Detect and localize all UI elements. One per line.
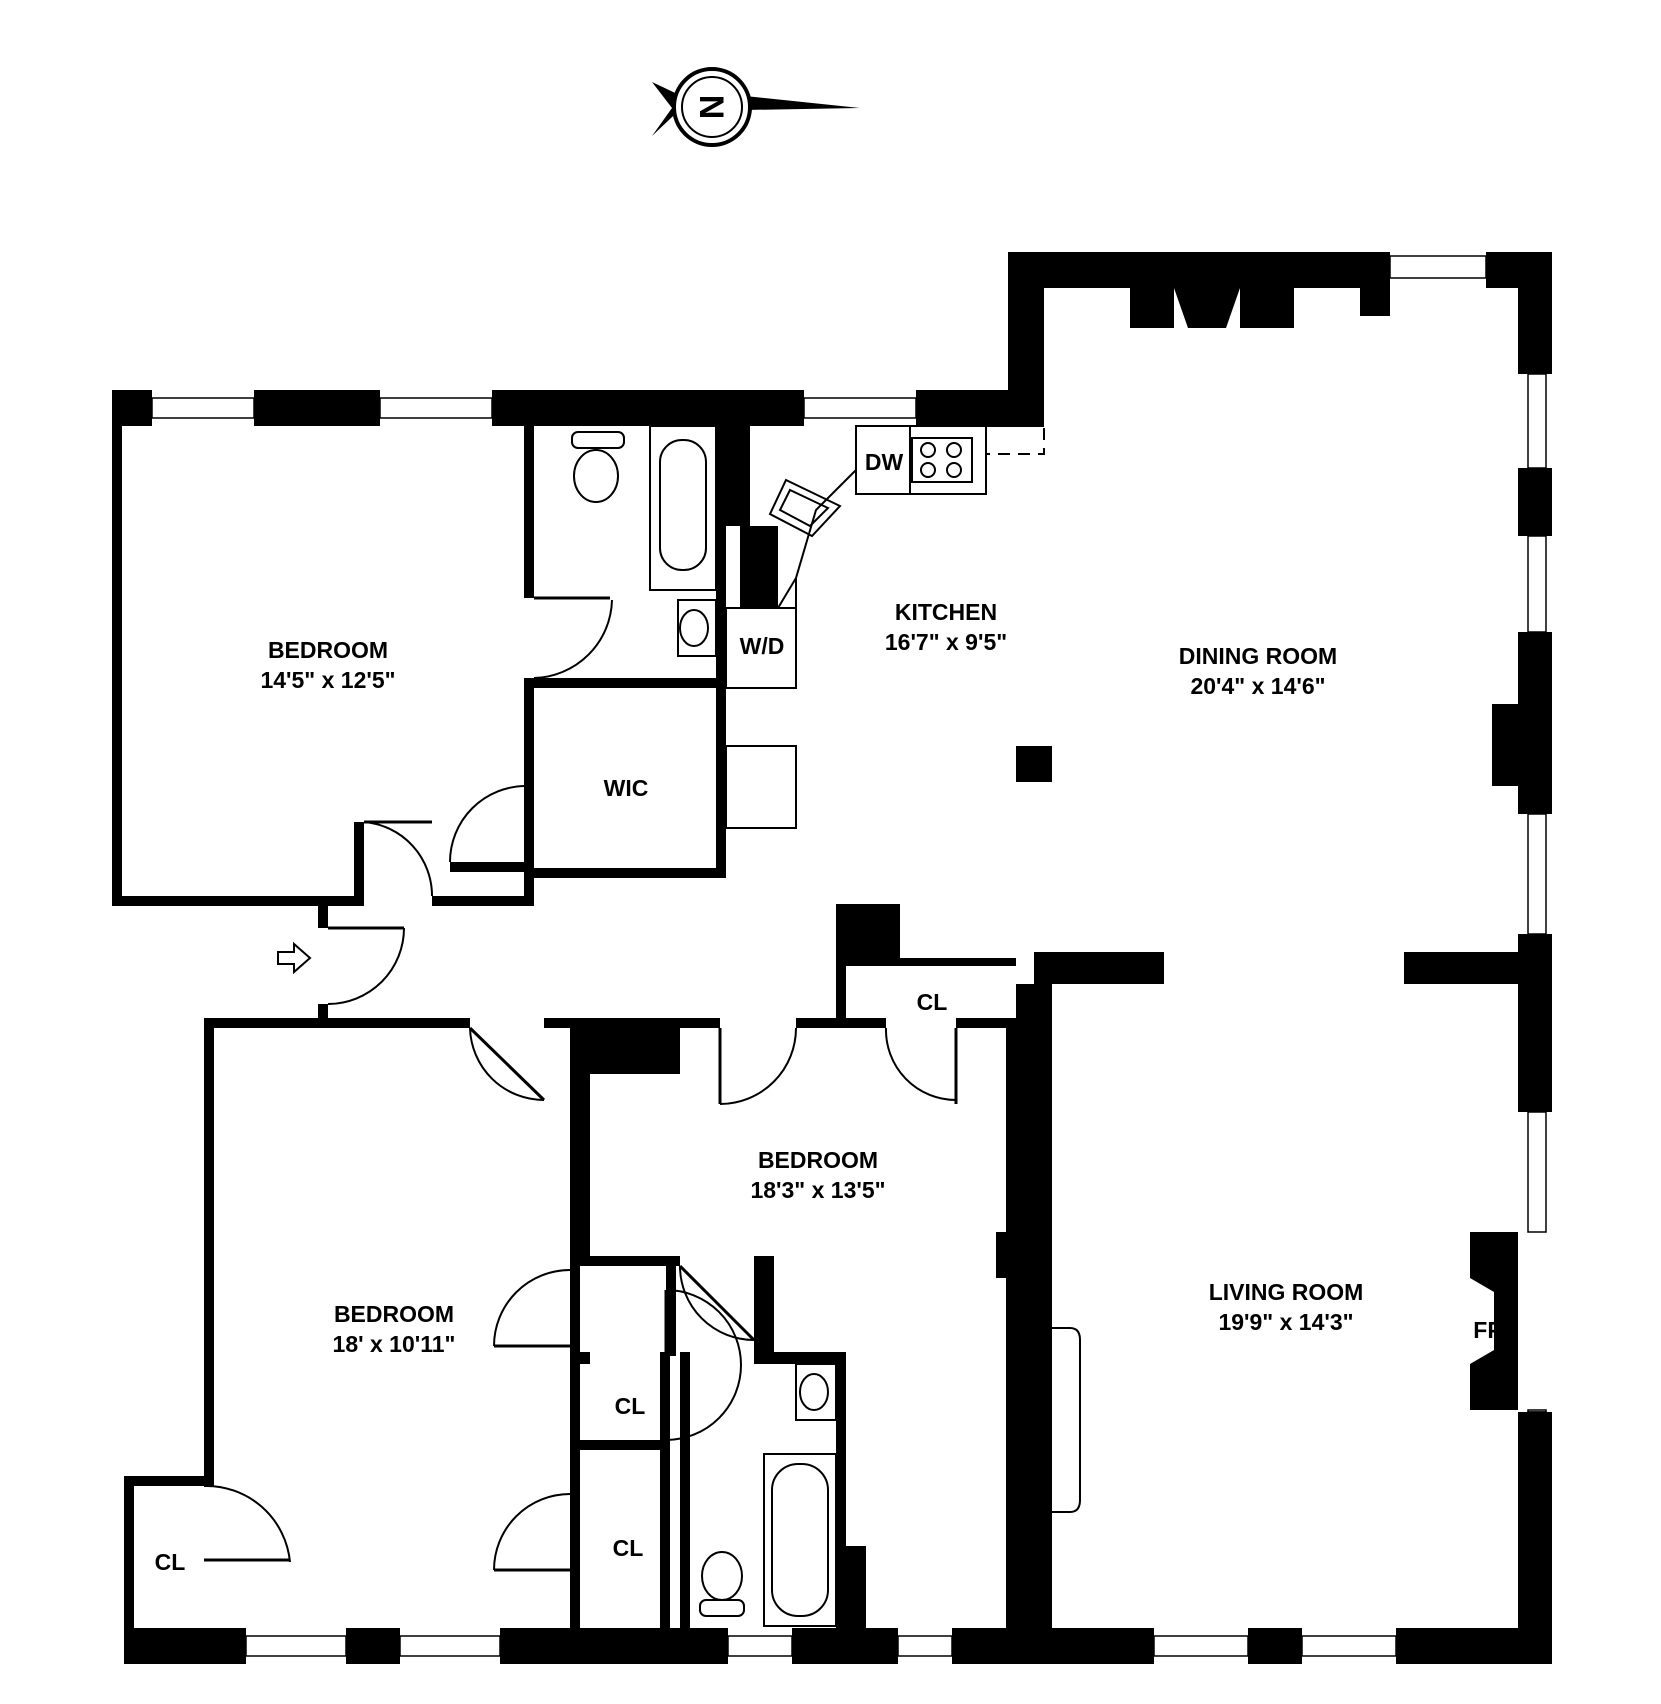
kitchen-name: KITCHEN: [895, 599, 997, 625]
toilet-icon: [571, 431, 625, 503]
fireplace-dining-label: FP: [1201, 299, 1230, 325]
closet-mid-label: CL: [613, 1535, 644, 1561]
closet-bath-label: CL: [615, 1393, 646, 1419]
bedroom-center-name: BEDROOM: [758, 1147, 878, 1173]
windows: [151, 255, 1547, 1657]
kitchen-dims: 16'7" x 9'5": [885, 629, 1007, 655]
bedroom-sw-name: BEDROOM: [334, 1301, 454, 1327]
wic-label: WIC: [604, 775, 649, 801]
compass-letter: N: [692, 95, 730, 120]
bath-fixtures: [571, 425, 1081, 1627]
living-dims: 19'9" x 14'3": [1218, 1309, 1353, 1335]
bedroom-sw-dims: 18' x 10'11": [333, 1331, 456, 1357]
washer-dryer-label: W/D: [740, 633, 785, 659]
dining-dims: 20'4" x 14'6": [1190, 673, 1325, 699]
dining-name: DINING ROOM: [1179, 643, 1337, 669]
closet-corner-label: CL: [155, 1549, 186, 1575]
doors: [203, 596, 958, 1572]
north-compass-icon: N: [652, 67, 860, 147]
bath-sink-icon-2: [795, 1363, 837, 1421]
kitchen-sink-icon: [768, 478, 842, 538]
toilet-icon-2: [699, 1551, 745, 1617]
bath-sink-icon: [677, 599, 717, 657]
interior-walls: [112, 426, 1518, 1628]
entry-arrow-icon: [277, 941, 312, 975]
kitchen-counters: [725, 425, 1052, 829]
fireplace-living-label: FP: [1473, 1317, 1502, 1343]
exterior-walls: [112, 252, 1552, 1664]
stove-icon: [911, 437, 973, 483]
bedroom-center-dims: 18'3" x 13'5": [750, 1177, 885, 1203]
closet-hall-label: CL: [917, 989, 948, 1015]
bedroom-nw-name: BEDROOM: [268, 637, 388, 663]
bedroom-nw-dims: 14'5" x 12'5": [260, 667, 395, 693]
dishwasher-label: DW: [865, 449, 904, 475]
living-name: LIVING ROOM: [1209, 1279, 1364, 1305]
